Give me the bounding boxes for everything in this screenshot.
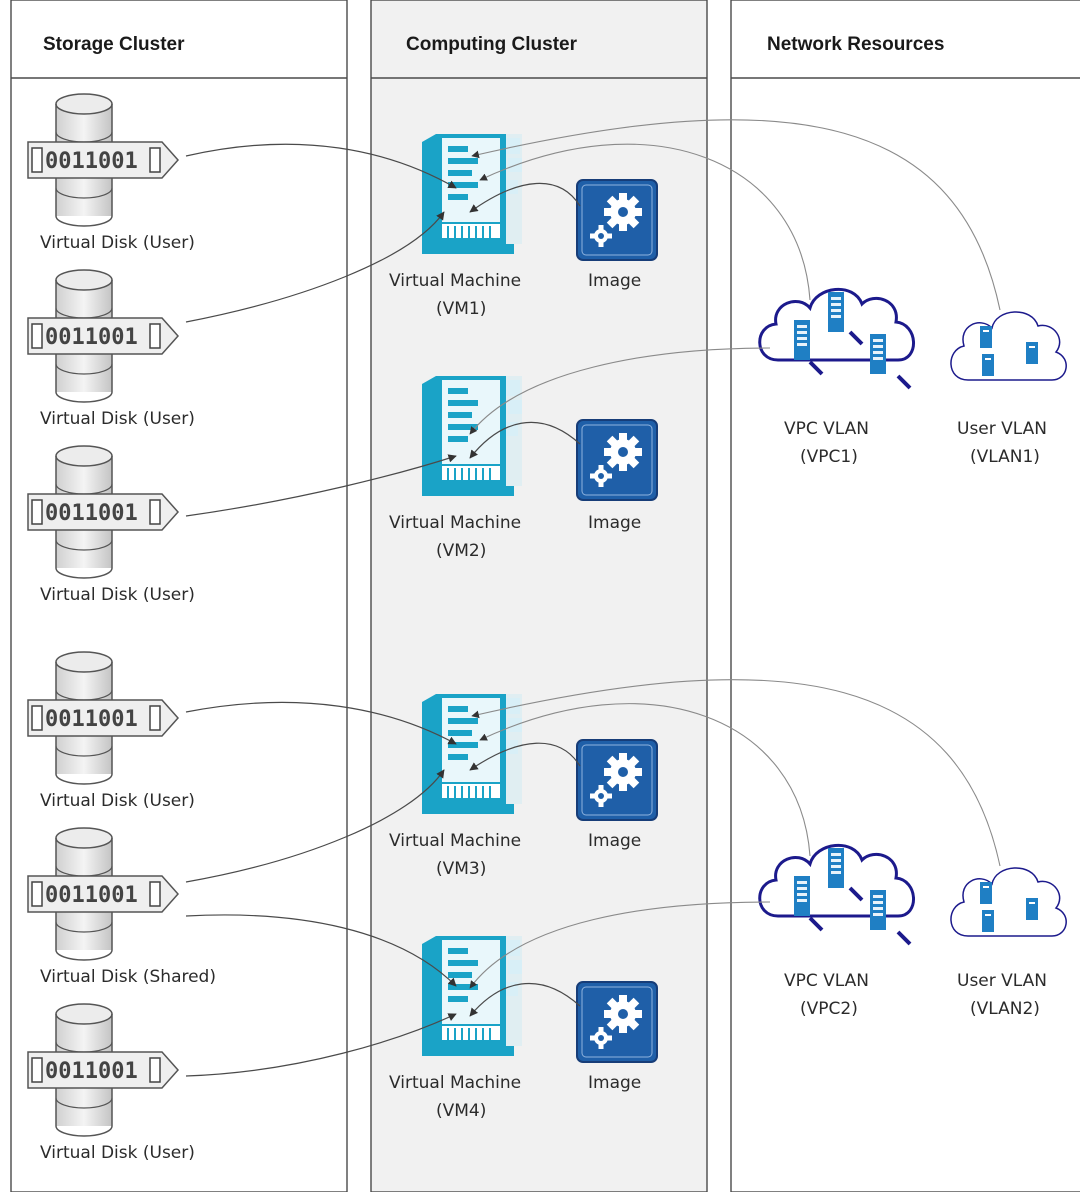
- virtual-machine-icon: [421, 133, 523, 255]
- connector-image2-vm2: [469, 421, 581, 459]
- disk-3: 0011001: [27, 445, 179, 579]
- disk-5: 0011001: [27, 827, 179, 961]
- connectors-group-2: [185, 679, 1001, 1077]
- vm-label-2-line1: Virtual Machine: [389, 513, 521, 533]
- connector-vlan2-vm3: [471, 679, 1001, 867]
- uservlan-label-2-line2: (VLAN2): [970, 999, 1040, 1019]
- connector-image4-vm4: [469, 982, 581, 1017]
- connector-vpc1-vm2: [469, 347, 771, 435]
- vm-label-2-line2: (VM2): [436, 541, 486, 561]
- vm-label-3-line2: (VM3): [436, 859, 486, 879]
- disk-4: 0011001: [27, 651, 179, 785]
- image-label-3: Image: [588, 831, 641, 851]
- vm-label-4-line2: (VM4): [436, 1101, 486, 1121]
- uservlan-label-1-line1: User VLAN: [957, 419, 1047, 439]
- gear-image-icon: [576, 739, 658, 821]
- disk-bits: 0011001: [45, 883, 138, 908]
- disk-bits: 0011001: [45, 1059, 138, 1084]
- vm-label-1-line1: Virtual Machine: [389, 271, 521, 291]
- connector-disk2-vm1: [185, 211, 445, 323]
- lane-title-computing: Computing Cluster: [406, 34, 578, 55]
- connector-disk3-vm2: [185, 454, 457, 517]
- connector-disk6-vm4: [185, 1013, 457, 1077]
- connector-vpc1-vm1: [479, 143, 811, 301]
- disk-label-3: Virtual Disk (User): [40, 585, 195, 605]
- disk-6: 0011001: [27, 1003, 179, 1137]
- uservlan-label-1-line2: (VLAN1): [970, 447, 1040, 467]
- disk-bits: 0011001: [45, 325, 138, 350]
- disk-bits: 0011001: [45, 501, 138, 526]
- gear-image-icon: [576, 981, 658, 1063]
- disk-label-4: Virtual Disk (User): [40, 791, 195, 811]
- uservlan-label-2-line1: User VLAN: [957, 971, 1047, 991]
- image-label-1: Image: [588, 271, 641, 291]
- connector-vlan1-vm1: [471, 119, 1001, 311]
- disk-label-2: Virtual Disk (User): [40, 409, 195, 429]
- image-label-2: Image: [588, 513, 641, 533]
- lane-title-storage: Storage Cluster: [43, 34, 185, 55]
- connector-disk5-vm3: [185, 769, 445, 883]
- vm-label-1-line2: (VM1): [436, 299, 486, 319]
- connector-image1-vm1: [469, 182, 581, 213]
- gear-image-icon: [576, 179, 658, 261]
- vpc-label-1-line1: VPC VLAN: [784, 419, 869, 439]
- vpc-label-2-line1: VPC VLAN: [784, 971, 869, 991]
- disk-2: 0011001: [27, 269, 179, 403]
- disk-bits: 0011001: [45, 707, 138, 732]
- connectors-group-1: [185, 119, 1001, 517]
- vpc-label-2-line2: (VPC2): [800, 999, 858, 1019]
- gear-image-icon: [576, 419, 658, 501]
- disk-label-5: Virtual Disk (Shared): [40, 967, 216, 987]
- vm-label-4-line1: Virtual Machine: [389, 1073, 521, 1093]
- vm-label-3-line1: Virtual Machine: [389, 831, 521, 851]
- connector-vpc2-vm4: [469, 901, 771, 989]
- image-label-4: Image: [588, 1073, 641, 1093]
- connector-vpc2-vm3: [479, 703, 811, 857]
- disk-label-6: Virtual Disk (User): [40, 1143, 195, 1163]
- connector-image3-vm3: [469, 742, 581, 771]
- connector-disk4-vm3: [185, 701, 457, 745]
- lane-network: [730, 0, 1080, 1192]
- connector-disk1-vm1: [185, 143, 457, 189]
- vpc-label-1-line2: (VPC1): [800, 447, 858, 467]
- disk-label-1: Virtual Disk (User): [40, 233, 195, 253]
- disk-1: 0011001: [27, 93, 179, 227]
- virtual-machine-icon: [421, 693, 523, 815]
- connector-disk5-vm4: [185, 914, 457, 987]
- disk-bits: 0011001: [45, 149, 138, 174]
- virtual-machine-icon: [421, 375, 523, 497]
- lane-title-network: Network Resources: [767, 34, 944, 55]
